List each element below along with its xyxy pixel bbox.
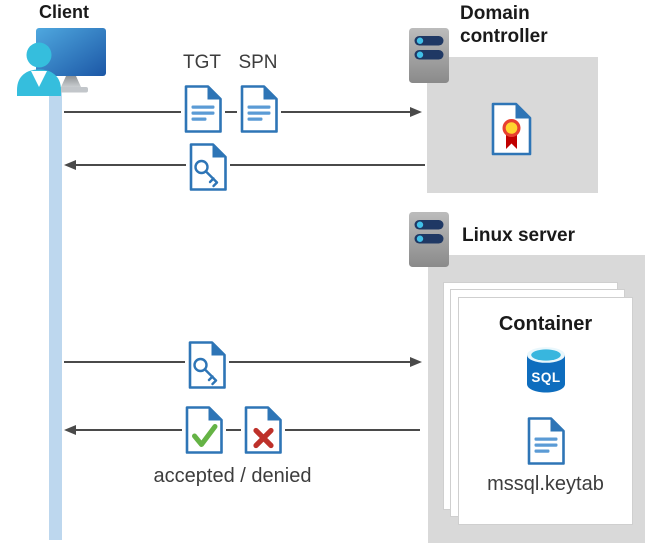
spn-label: SPN: [238, 52, 278, 73]
keytab-document-icon: [526, 416, 566, 466]
tgt-label: TGT: [183, 52, 221, 73]
sql-label: SQL: [531, 370, 560, 385]
sql-database-icon: SQL: [525, 346, 567, 394]
accepted-document-icon: [182, 403, 226, 457]
user-at-monitor-icon: [8, 26, 108, 103]
container-card: Container SQL mssql.keytab: [458, 297, 633, 525]
keytab-label: mssql.keytab: [487, 473, 604, 495]
container-title: Container: [498, 313, 593, 335]
certificate-document-icon: [490, 101, 534, 162]
denied-document-icon: [241, 403, 285, 457]
arrow-client-to-linux-server: [64, 361, 410, 363]
arrow-domain-controller-to-client: [76, 164, 425, 166]
result-label: accepted / denied: [153, 465, 312, 487]
spn-document-icon: [237, 82, 281, 136]
domain-controller-title: Domain controller: [460, 3, 548, 48]
linux-server-title: Linux server: [462, 225, 575, 246]
linux-server-icon: [408, 211, 450, 273]
client-title: Client: [38, 2, 89, 22]
key-document-icon: [185, 338, 229, 392]
tgt-document-icon: [181, 82, 225, 136]
key-document-icon: [186, 140, 230, 194]
domain-controller-server-icon: [408, 27, 450, 89]
client-lifeline: [49, 92, 62, 540]
